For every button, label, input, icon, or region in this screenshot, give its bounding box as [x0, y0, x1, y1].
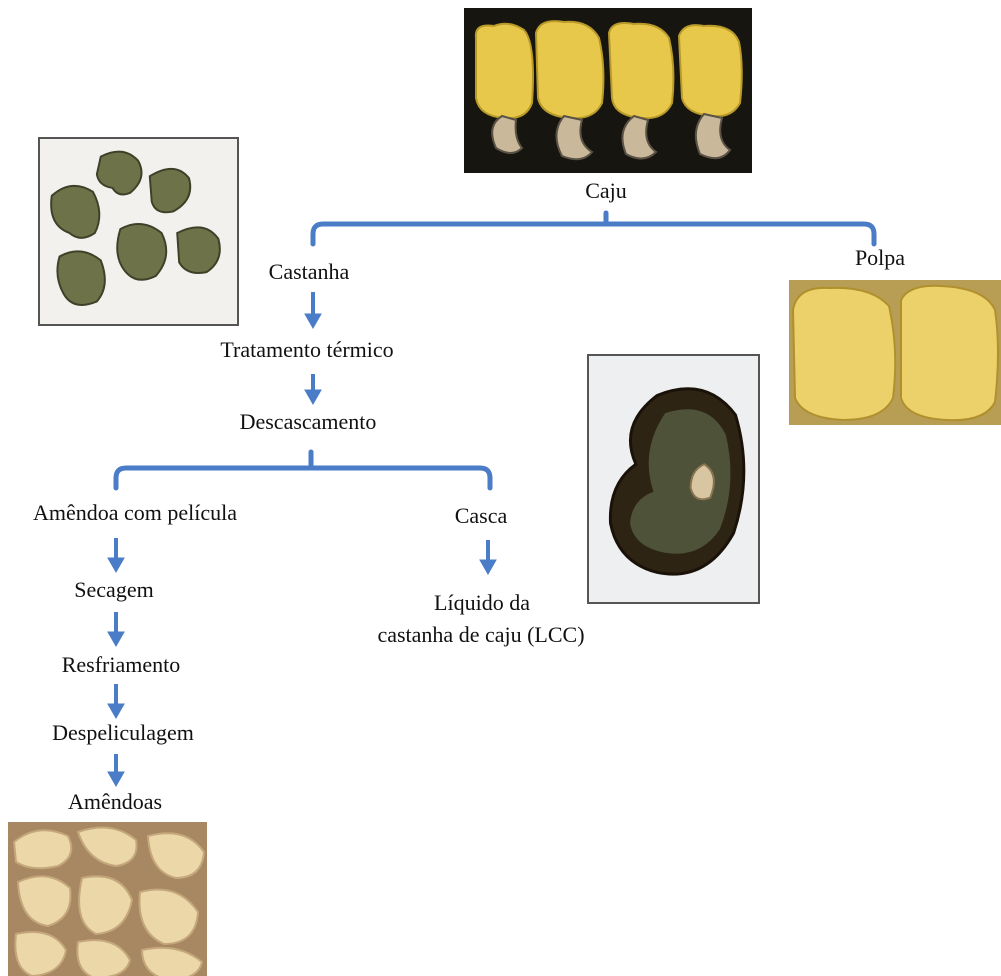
node-amendoa-com-pelicula: Amêndoa com película [33, 500, 237, 526]
photo-polpa [789, 280, 1001, 425]
node-caju: Caju [585, 178, 627, 204]
arrow-resfriamento-despeliculagem [108, 684, 124, 718]
node-resfriamento: Resfriamento [62, 652, 181, 678]
node-despeliculagem: Despeliculagem [52, 720, 194, 746]
arrow-tratamento-descascamento [305, 374, 321, 404]
arrow-secagem-resfriamento [108, 612, 124, 646]
node-secagem: Secagem [74, 577, 153, 603]
photo-amendoas [8, 822, 207, 976]
node-castanha: Castanha [269, 259, 350, 285]
arrow-castanha-tratamento [305, 292, 321, 328]
node-casca: Casca [455, 503, 508, 529]
photo-casca [587, 354, 760, 604]
arrow-despeliculagem-amendoas [108, 754, 124, 786]
node-descascamento: Descascamento [240, 409, 377, 435]
photo-caju [464, 8, 752, 173]
arrow-casca-lcc [480, 540, 496, 574]
node-polpa: Polpa [855, 245, 905, 271]
bracket-descascamento [116, 468, 490, 488]
node-lcc-line2: castanha de caju (LCC) [377, 622, 584, 648]
bracket-caju [313, 224, 874, 244]
node-amendoas: Amêndoas [68, 789, 162, 815]
arrow-amendoa-secagem [108, 538, 124, 572]
node-tratamento-termico: Tratamento térmico [220, 337, 393, 363]
photo-castanha [38, 137, 239, 326]
node-lcc-line1: Líquido da [434, 590, 530, 616]
